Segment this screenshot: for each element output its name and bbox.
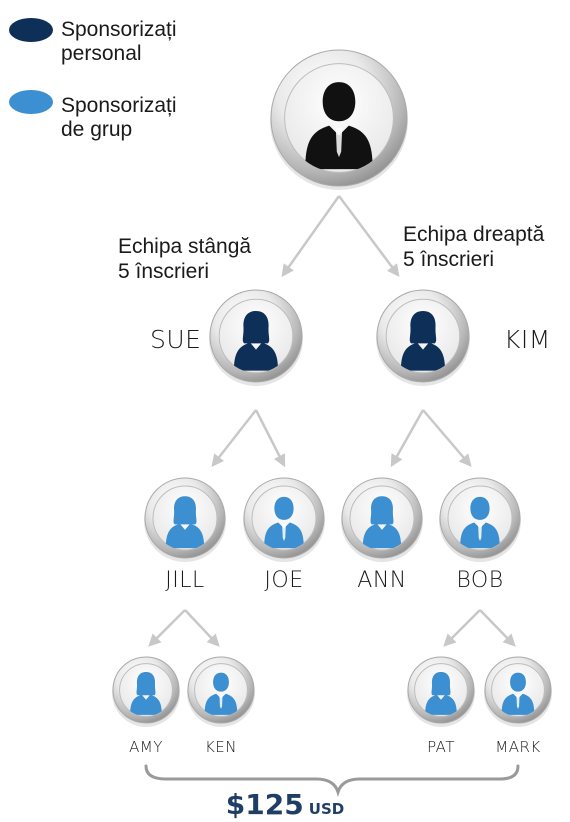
member-name-kim: KIM: [504, 325, 551, 354]
arrow-sue-to-joe: [254, 409, 286, 468]
tie-icon: [335, 127, 343, 158]
arrow-bob-to-pat: [443, 609, 481, 647]
avatar-ken: [187, 656, 255, 727]
arrow-kim-to-ann: [390, 409, 425, 468]
total-currency: USD: [308, 800, 345, 818]
team-label-right: Echipa dreaptă 5 înscrieri: [403, 223, 545, 271]
arrow-root-to-kim: [337, 195, 400, 278]
member-name-mark: MARK: [495, 738, 541, 756]
arrow-kim-to-bob: [422, 409, 472, 467]
woman-silhouette-icon: [400, 310, 446, 371]
woman-silhouette-icon: [233, 310, 279, 371]
total-brace: [144, 764, 520, 798]
member-name-amy: AMY: [129, 738, 163, 756]
legend-label-personal: Sponsorizați personal: [61, 18, 177, 65]
legend-swatches: [9, 18, 53, 114]
member-name-pat: PAT: [427, 738, 455, 756]
avatar-mark: [484, 656, 552, 727]
team-label-left: Echipa stângă 5 înscrieri: [118, 235, 252, 283]
arrow-jill-to-ken: [184, 609, 220, 647]
woman-silhouette-icon: [130, 672, 162, 715]
man-silhouette-icon: [305, 82, 373, 170]
avatar-root: [270, 49, 408, 190]
connector-arrows: [148, 195, 516, 647]
avatar-pat: [407, 656, 475, 727]
avatar-bob: [439, 477, 521, 562]
avatar-kim: [376, 289, 470, 386]
legend-swatch-personal: [9, 18, 53, 42]
member-name-sue: SUE: [150, 325, 202, 354]
arrow-jill-to-amy: [148, 609, 186, 647]
woman-silhouette-icon: [165, 496, 205, 549]
woman-silhouette-icon: [425, 672, 457, 715]
arrow-sue-to-jill: [211, 409, 257, 467]
total-earnings: $125 USD: [0, 788, 570, 821]
avatar-joe: [243, 477, 325, 562]
member-name-ann: ANN: [357, 568, 407, 593]
man-silhouette-icon: [501, 672, 535, 715]
tie-icon: [516, 694, 520, 710]
arrow-bob-to-mark: [479, 609, 516, 647]
legend-label-group: Sponsorizați de grup: [61, 94, 177, 141]
member-name-joe: JOE: [264, 568, 304, 593]
arrow-root-to-sue: [281, 195, 341, 278]
avatar-ann: [341, 477, 423, 562]
avatar-jill: [144, 477, 226, 562]
man-silhouette-icon: [204, 672, 238, 715]
member-name-jill: JILL: [165, 568, 205, 593]
legend-swatch-group: [9, 90, 53, 114]
member-name-ken: KEN: [204, 738, 238, 756]
member-nodes: [112, 49, 552, 727]
avatar-amy: [112, 656, 180, 727]
tie-icon: [282, 523, 286, 542]
woman-silhouette-icon: [362, 496, 402, 549]
man-silhouette-icon: [460, 496, 500, 549]
avatar-sue: [209, 289, 303, 386]
tie-icon: [219, 694, 223, 710]
total-amount: $125: [225, 788, 304, 821]
tie-icon: [478, 523, 482, 542]
man-silhouette-icon: [264, 496, 304, 549]
member-name-bob: BOB: [456, 568, 504, 593]
